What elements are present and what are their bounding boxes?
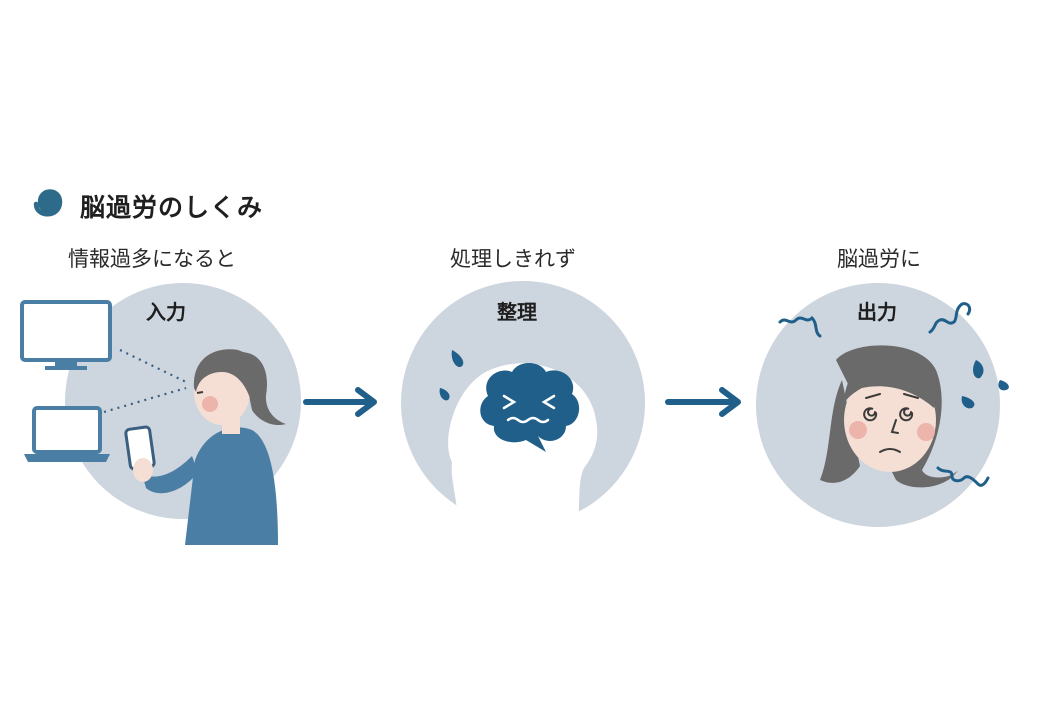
label-output: 出力	[857, 300, 897, 324]
monitor-icon	[20, 300, 112, 370]
step-caption-input: 情報過多になると	[68, 247, 236, 271]
step-caption-output: 脳過労に	[837, 247, 921, 271]
laptop-icon	[24, 406, 110, 462]
label-process: 整理	[497, 300, 537, 324]
sweat-drops-output	[961, 360, 1009, 409]
sweat-drops-process	[439, 350, 464, 401]
header	[20, 176, 320, 226]
label-input: 入力	[146, 300, 186, 324]
dizzy-woman	[820, 345, 958, 488]
brain-face	[502, 394, 556, 424]
page-title: 脳過労のしくみ	[80, 193, 264, 222]
squiggle-lines	[778, 302, 990, 487]
spiral-icon	[33, 189, 63, 217]
woman-figure	[124, 349, 286, 545]
gaze-lines	[103, 349, 187, 414]
step-caption-process: 処理しきれず	[450, 247, 576, 271]
arrow-1	[303, 387, 377, 417]
arrow-2	[665, 387, 741, 417]
brain-icon	[480, 363, 580, 452]
